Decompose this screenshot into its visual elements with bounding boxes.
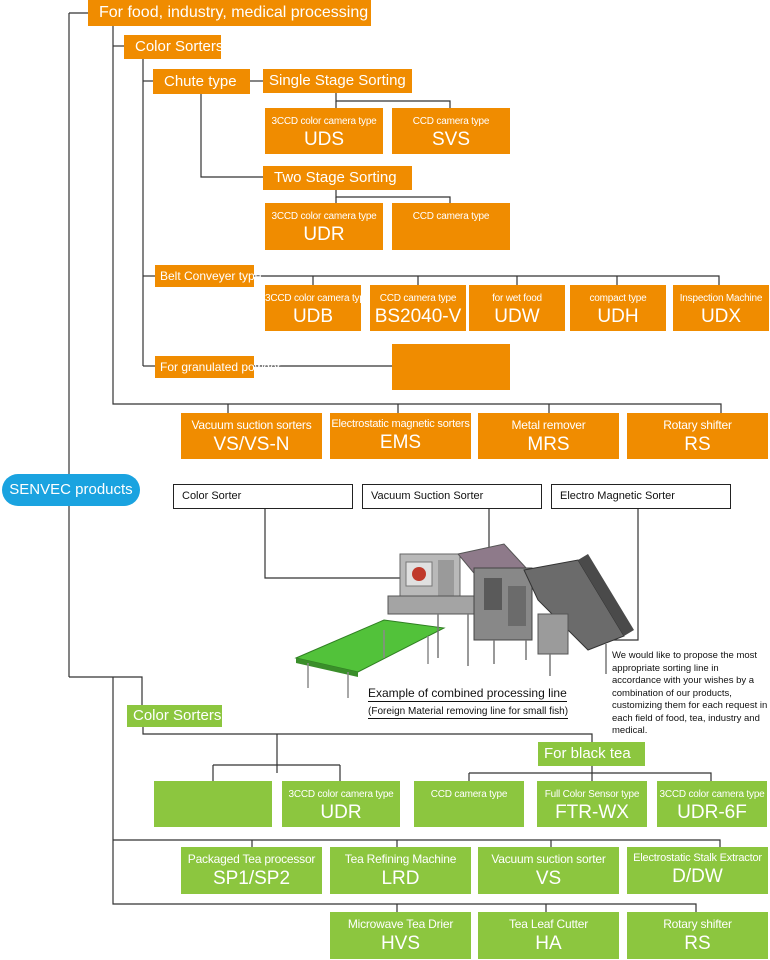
product-model: VS/VS-N: [213, 434, 290, 455]
tea-box-hvs[interactable]: Microwave Tea Drier HVS: [330, 912, 471, 959]
tea-box-sp1-sp2[interactable]: Packaged Tea processor SP1/SP2: [181, 847, 322, 894]
product-model: VS: [535, 868, 562, 889]
product-model: HVS: [380, 933, 421, 954]
product-model: MRS: [527, 434, 570, 455]
tea-sorter-box-udr-6f[interactable]: 3CCD color camera type UDR-6F: [657, 781, 767, 827]
product-model: UDR-6F: [677, 802, 747, 823]
product-box-granulated[interactable]: [392, 344, 510, 390]
product-box-vs-vs-n[interactable]: Vacuum suction sorters VS/VS-N: [181, 413, 322, 459]
tea-color-sorters-label[interactable]: Color Sorters: [127, 705, 222, 727]
product-type: Rotary shifter: [663, 917, 732, 931]
product-model: RS: [684, 933, 711, 954]
product-type: Electrostatic Stalk Extractor: [633, 852, 762, 864]
tea-sorter-box-udr[interactable]: 3CCD color camera type UDR: [282, 781, 400, 827]
product-type: Inspection Machine: [679, 293, 763, 304]
product-model: FTR-WX: [555, 802, 629, 823]
product-type: Packaged Tea processor: [187, 852, 316, 866]
product-box-rs[interactable]: Rotary shifter RS: [627, 413, 768, 459]
product-type: Vacuum suction sorter: [491, 852, 606, 866]
product-model: UDX: [700, 306, 742, 327]
product-model: UDH: [597, 306, 639, 327]
product-type: 3CCD color camera type: [271, 211, 377, 222]
product-model: HA: [535, 933, 562, 954]
product-model: RS: [684, 434, 711, 455]
food-industry-medical-label[interactable]: For food, industry, medical processing: [88, 0, 371, 26]
product-type: Tea Leaf Cutter: [508, 917, 589, 931]
product-model: SVS: [431, 129, 471, 150]
processing-line-image: [294, 543, 634, 698]
product-model: D/DW: [672, 866, 723, 887]
product-box-bs2040v[interactable]: CCD camera type BS2040-V: [370, 285, 466, 331]
tea-sorter-box-ccd[interactable]: CCD camera type: [414, 781, 524, 827]
product-model: UDW: [494, 306, 540, 327]
tea-sorter-box-blank[interactable]: [154, 781, 272, 827]
product-type: Electrostatic magnetic sorters: [331, 418, 470, 430]
tea-box-ha[interactable]: Tea Leaf Cutter HA: [478, 912, 619, 959]
product-type: Metal remover: [511, 418, 586, 432]
product-box-mrs[interactable]: Metal remover MRS: [478, 413, 619, 459]
product-type: CCD camera type: [430, 789, 508, 800]
product-type: Tea Refining Machine: [344, 852, 457, 866]
product-box-udh[interactable]: compact type UDH: [570, 285, 666, 331]
example-description: We would like to propose the most approp…: [612, 650, 768, 736]
two-stage-label[interactable]: Two Stage Sorting: [263, 166, 412, 190]
senvec-products-root[interactable]: SENVEC products: [2, 474, 140, 506]
callout-electro-magnetic-sorter: Electro Magnetic Sorter: [551, 484, 731, 509]
product-type: 3CCD color camera type: [659, 789, 765, 800]
tea-box-lrd[interactable]: Tea Refining Machine LRD: [330, 847, 471, 894]
product-model: EMS: [379, 432, 422, 453]
product-model: SP1/SP2: [212, 868, 291, 889]
product-model: UDS: [303, 129, 345, 150]
product-box-udw[interactable]: for wet food UDW: [469, 285, 565, 331]
single-stage-label[interactable]: Single Stage Sorting: [263, 69, 412, 93]
product-type: 3CCD color camera type: [288, 789, 394, 800]
black-tea-label[interactable]: For black tea: [538, 742, 645, 766]
chute-type-label[interactable]: Chute type: [153, 69, 250, 94]
product-box-udr[interactable]: 3CCD color camera type UDR: [265, 203, 383, 250]
product-box-ems[interactable]: Electrostatic magnetic sorters EMS: [330, 413, 471, 459]
tea-box-vs[interactable]: Vacuum suction sorter VS: [478, 847, 619, 894]
example-subtitle: (Foreign Material removing line for smal…: [368, 706, 569, 719]
product-model: UDR: [303, 224, 345, 245]
product-model: BS2040-V: [374, 306, 462, 327]
callout-color-sorter: Color Sorter: [173, 484, 353, 509]
granulated-powder-label[interactable]: For granulated powder: [155, 356, 281, 378]
product-type: 3CCD color camera type: [271, 116, 377, 127]
tea-box-rs[interactable]: Rotary shifter RS: [627, 912, 768, 959]
example-title: Example of combined processing line: [368, 686, 567, 702]
product-type: for wet food: [492, 293, 542, 304]
color-sorters-label[interactable]: Color Sorters: [124, 35, 223, 59]
product-type: CCD camera type: [379, 293, 457, 304]
product-type: Full Color Sensor type: [544, 789, 640, 800]
product-type: CCD camera type: [412, 116, 490, 127]
product-type: compact type: [589, 293, 647, 304]
callout-vacuum-suction-sorter: Vacuum Suction Sorter: [362, 484, 542, 509]
belt-conveyer-label[interactable]: Belt Conveyer type: [155, 265, 261, 287]
tea-sorter-box-ftr-wx[interactable]: Full Color Sensor type FTR-WX: [537, 781, 647, 827]
product-type: CCD camera type: [412, 211, 490, 222]
product-type: Rotary shifter: [663, 418, 732, 432]
tea-box-d-dw[interactable]: Electrostatic Stalk Extractor D/DW: [627, 847, 768, 894]
product-type: Vacuum suction sorters: [191, 418, 312, 432]
product-box-ccd-two-stage[interactable]: CCD camera type: [392, 203, 510, 250]
product-box-udx[interactable]: Inspection Machine UDX: [673, 285, 769, 331]
product-type: Microwave Tea Drier: [347, 917, 454, 931]
product-box-uds[interactable]: 3CCD color camera type UDS: [265, 108, 383, 154]
product-type: 3CCD color camera type: [265, 293, 371, 304]
product-box-svs[interactable]: CCD camera type SVS: [392, 108, 510, 154]
product-model: LRD: [381, 868, 420, 889]
product-model: UDB: [292, 306, 334, 327]
product-model: UDR: [320, 802, 362, 823]
product-box-udb[interactable]: 3CCD color camera type UDB: [265, 285, 371, 331]
